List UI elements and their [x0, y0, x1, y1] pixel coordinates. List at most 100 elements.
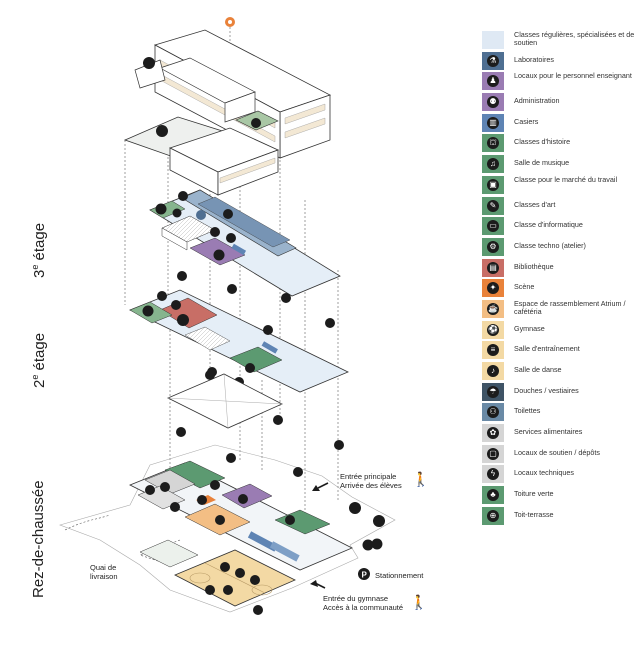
legend-item: ☕Espace de rassemblement Atrium / cafété…: [482, 299, 640, 320]
teacher-icon: [213, 249, 225, 261]
legend-swatch: ☂: [482, 382, 504, 401]
legend-item: ▥Casiers: [482, 113, 640, 134]
flask-icon: [223, 209, 233, 219]
history-icon: [263, 325, 273, 335]
flask-icon: ⚗: [487, 54, 499, 67]
toilet-icon: [235, 568, 245, 578]
lockers-icon: ▥: [487, 116, 499, 129]
legend-label: Salle d'entraînement: [514, 344, 580, 354]
legend-label: Salle de musique: [514, 158, 570, 168]
stage-icon: ✦: [487, 282, 499, 295]
flask-icon: [210, 227, 220, 237]
bike-icon: [349, 502, 361, 514]
bus-icon: [373, 515, 385, 527]
cafeteria-icon: [215, 515, 225, 525]
legend-item: ☂Douches / vestiaires: [482, 382, 640, 403]
ground-floor-plan: P 🚶 🚶: [59, 444, 429, 615]
dumbbell-icon: [205, 585, 215, 595]
legend-swatch: ▤: [482, 258, 504, 277]
third-floor-plan: [149, 189, 341, 297]
legend-item: ▢ Locaux de soutien / dépôts: [482, 444, 640, 465]
legend-item: ✎ Classes d'art: [482, 196, 640, 217]
legend-swatch: ϟ: [482, 465, 504, 484]
terrace-icon: ⊕: [487, 509, 499, 522]
lightning-icon: ϟ: [487, 468, 499, 481]
legend-label: Bibliothèque: [514, 261, 554, 271]
green-roof-icon: [245, 363, 255, 373]
dumbbell-icon: ≡: [487, 344, 499, 357]
legend-item: ▣ Classe pour le marché du travail: [482, 175, 640, 196]
storage-icon: ▢: [487, 447, 499, 460]
briefcase-icon: ▣: [487, 178, 499, 191]
legend-swatch: ▥: [482, 113, 504, 132]
legend-item: ⛫Classes d'histoire: [482, 133, 640, 154]
second-floor-plan: [129, 289, 349, 393]
terrace-icon: [142, 305, 154, 317]
shower-icon: [220, 562, 230, 572]
legend-item: Classes régulières, spécialisées et de s…: [482, 30, 640, 51]
walkers-icon: 🚶: [412, 471, 429, 488]
food-icon: ✿: [487, 427, 499, 440]
legend-label: Classes d'art: [514, 199, 556, 209]
terrace-icon: [143, 57, 155, 69]
legend-label: Classe techno (atelier): [514, 240, 586, 250]
callout-main-entrance: Entrée principale Arrivée des élèves: [340, 472, 402, 490]
legend-item: ♪Salle de danse: [482, 361, 640, 382]
legend-swatch: ⊕: [482, 506, 504, 525]
palette-icon: ✎: [487, 199, 499, 212]
legend-swatch: ✿: [482, 424, 504, 443]
bike-icon: [371, 538, 383, 550]
floor-label-second: 2e étage: [30, 332, 48, 388]
legend-label: Locaux techniques: [514, 468, 574, 478]
legend-label: Locaux de soutien / dépôts: [514, 447, 600, 457]
legend-item: ♫Salle de musique: [482, 154, 640, 175]
legend-swatch: ☕: [482, 299, 504, 318]
parking-icon: [358, 568, 370, 580]
roof-level: [123, 17, 332, 196]
legend-swatch: ⚙: [482, 237, 504, 256]
toilet-icon: [196, 210, 206, 220]
legend-label: Toiture verte: [514, 489, 554, 499]
axonometric-diagram: P 🚶 🚶 3e étage 2e étage Rez-de-chaussée …: [30, 17, 429, 615]
history-icon: [210, 480, 220, 490]
legend-swatch: ≡: [482, 341, 504, 360]
callout-delivery: Quai de livraison: [90, 563, 118, 581]
legend-label: Laboratoires: [514, 54, 554, 64]
callout-parking: Stationnement: [375, 571, 424, 580]
green-roof-icon: [251, 118, 261, 128]
legend-item: ≡ Salle d'entraînement: [482, 340, 640, 361]
bus-icon: [362, 539, 374, 551]
library-icon: ▤: [487, 261, 499, 274]
computer-icon: [172, 208, 182, 218]
legend-swatch: ♟: [482, 72, 504, 91]
callout-gym-entrance: Entrée du gymnase Accès à la communauté: [323, 594, 404, 612]
legend-item: ϟ Locaux techniques: [482, 464, 640, 485]
legend: Classes régulières, spécialisées et de s…: [482, 30, 640, 527]
legend-swatch: ✦: [482, 279, 504, 298]
legend-swatch: ⛫: [482, 134, 504, 153]
legend-swatch: ♣: [482, 486, 504, 505]
legend-label: Services alimentaires: [514, 427, 583, 437]
legend-swatch: ▣: [482, 175, 504, 194]
legend-swatch: ▢: [482, 444, 504, 463]
legend-label: Classe d'informatique: [514, 220, 583, 230]
legend-label: Classe pour le marché du travail: [514, 174, 618, 184]
computer-icon: ▭: [487, 220, 499, 233]
library-icon: [177, 314, 189, 326]
legend-item: ♣ Toiture verte: [482, 485, 640, 506]
lightning-icon: [145, 485, 155, 495]
gear-icon: [155, 203, 167, 215]
parking-glyph: P: [362, 571, 368, 580]
legend-swatch: ▭: [482, 217, 504, 236]
building-drawing: P 🚶 🚶: [59, 17, 429, 615]
legend-swatch: ⚉: [482, 93, 504, 112]
history-icon: ⛫: [487, 137, 499, 150]
green-roof-icon: [156, 125, 168, 137]
legend-item: ⊕Toit-terrasse: [482, 506, 640, 527]
gym-icon: [250, 575, 260, 585]
legend-swatch: [482, 31, 504, 49]
palette-icon: [171, 300, 181, 310]
legend-swatch: ⚇: [482, 403, 504, 422]
cafeteria-icon: ☕: [487, 302, 499, 315]
legend-label: Classes régulières, spécialisées et de s…: [514, 30, 635, 48]
